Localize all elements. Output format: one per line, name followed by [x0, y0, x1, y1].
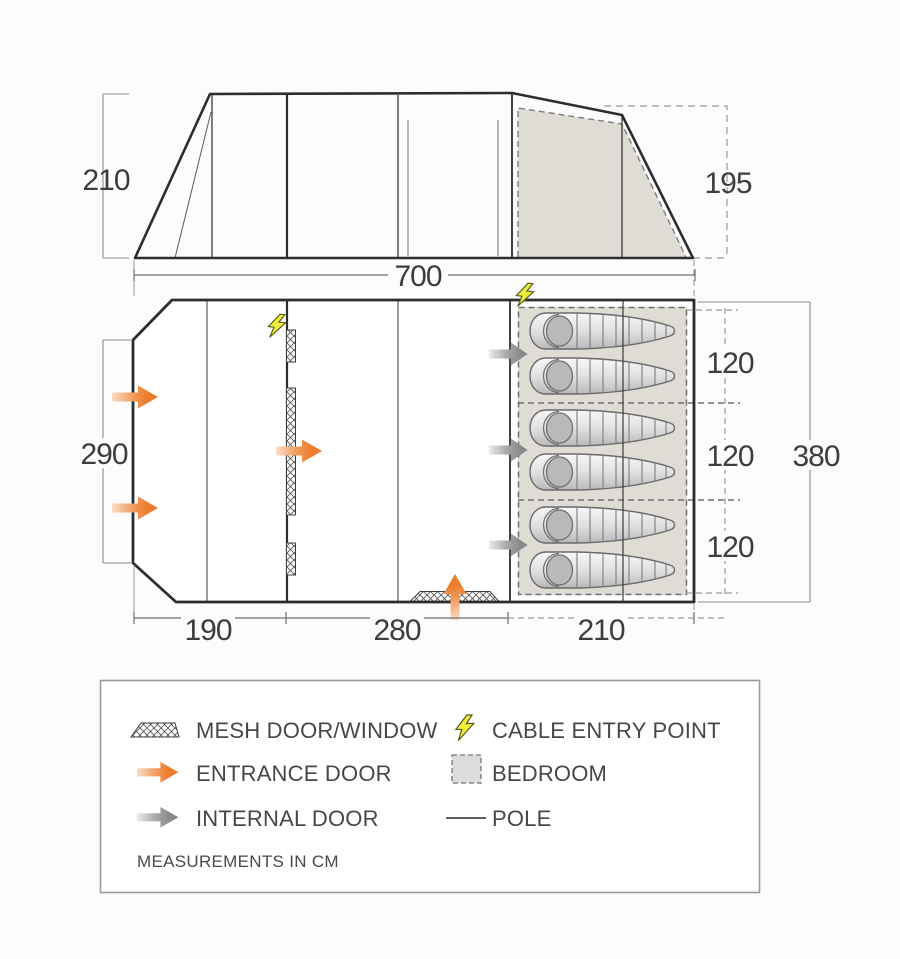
dim-label-120-3: 120: [706, 531, 753, 564]
legend-label-entrance: ENTRANCE DOOR: [196, 761, 392, 786]
dim-label-380: 380: [792, 440, 839, 473]
dimension-bottom-row: 190 280 210: [133, 565, 726, 647]
dim-label-280: 280: [373, 614, 420, 647]
floorplan-view: 290 380 120 120 120 190 280 2: [79, 281, 841, 647]
mesh-window: [286, 542, 296, 576]
elevation-bedroom-shade: [518, 108, 686, 257]
bedroom-area: [518, 307, 687, 595]
floorplan-outline: [131, 298, 696, 604]
mesh-window: [286, 329, 296, 363]
dim-label-120-2: 120: [706, 440, 753, 473]
elevation-pole-lines: [174, 94, 623, 259]
legend-box: [99, 679, 761, 894]
dimension-elevation-length: 700: [133, 260, 696, 296]
bedroom-swatch-icon: [451, 754, 482, 784]
dimension-box-195: [604, 105, 728, 259]
dim-label-290: 290: [80, 438, 127, 471]
dim-label-210: 210: [82, 164, 129, 197]
dimension-elevation-height-left: 210: [82, 93, 131, 259]
legend-note-measurements: MEASUREMENTS IN CM: [137, 852, 339, 871]
legend-label-mesh: MESH DOOR/WINDOW: [196, 718, 438, 743]
dimension-front-depth: 290: [79, 339, 131, 564]
mesh-swatch-icon: [130, 722, 180, 738]
legend-label-internal: INTERNAL DOOR: [196, 806, 379, 831]
dim-label-210-bottom: 210: [577, 614, 624, 647]
dim-label-700: 700: [394, 260, 441, 293]
dim-label-195: 195: [704, 167, 751, 200]
legend-label-bedroom: BEDROOM: [492, 761, 607, 786]
elevation-tent-outline: [133, 91, 695, 260]
legend: MESH DOOR/WINDOW CABLE ENTRY POINT ENTRA…: [99, 679, 761, 894]
dimension-bedroom-sections: 120 120 120: [705, 347, 755, 564]
elevation-view: 210 195 700: [82, 91, 753, 296]
dim-label-120-1: 120: [706, 347, 753, 380]
dimension-total-depth: 380: [698, 301, 841, 603]
legend-label-cable: CABLE ENTRY POINT: [492, 718, 721, 743]
elevation-bedroom-dashed-outline: [517, 107, 687, 258]
dim-label-190: 190: [184, 614, 231, 647]
legend-label-pole: POLE: [492, 806, 552, 831]
